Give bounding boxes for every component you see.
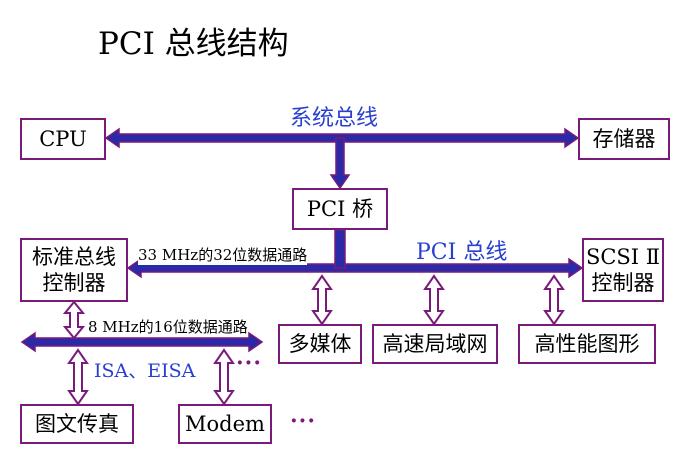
- controller-isa-link: [62, 300, 86, 340]
- pci-width-label: 33 MHz的32位数据通路: [138, 244, 308, 265]
- more-isa-devices: ···: [236, 350, 262, 376]
- pci-multimedia-link: [311, 274, 333, 326]
- isa-fax-link: [67, 348, 89, 406]
- isa-modem-link: [213, 348, 235, 406]
- fax-box: 图文传真: [20, 404, 134, 444]
- multimedia-box: 多媒体: [278, 324, 362, 364]
- cpu-box: CPU: [20, 118, 106, 160]
- isa-width-label: 8 MHz的16位数据通路: [88, 316, 248, 337]
- pci-graphics-link: [543, 274, 565, 326]
- scsi-controller-box: SCSI Ⅱ 控制器: [582, 238, 664, 302]
- storage-box: 存储器: [578, 118, 670, 160]
- system-bus-label: 系统总线: [290, 106, 379, 131]
- more-bottom-devices: ···: [290, 408, 316, 434]
- high-speed-lan-box: 高速局域网: [372, 324, 498, 364]
- standard-bus-controller-box: 标准总线 控制器: [20, 238, 128, 302]
- modem-box: Modem: [178, 404, 272, 444]
- pci-bridge-box: PCI 桥: [292, 188, 388, 230]
- isa-bus-arrow: [20, 331, 264, 353]
- isa-bus-label: ISA、EISA: [94, 360, 196, 382]
- page-title: PCI 总线结构: [98, 26, 289, 62]
- high-performance-graphics-box: 高性能图形: [518, 324, 656, 364]
- bridge-to-pci-arrow: [334, 229, 346, 269]
- system-to-bridge-arrow: [329, 137, 351, 190]
- pci-lan-link: [423, 274, 445, 326]
- pci-bus-label: PCI 总线: [416, 240, 508, 265]
